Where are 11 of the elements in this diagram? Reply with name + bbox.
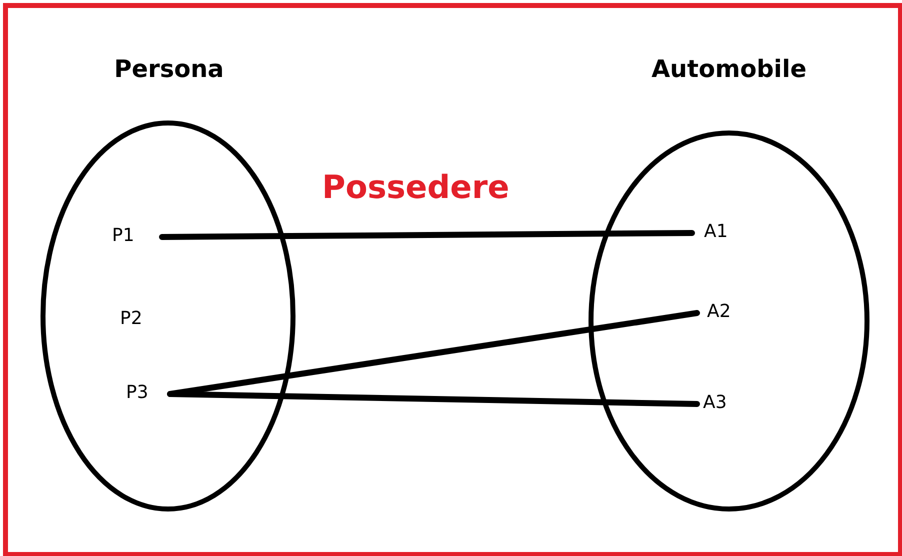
- element-label: P3: [126, 382, 170, 404]
- connector-line: [167, 391, 700, 407]
- element-label: A2: [697, 301, 737, 323]
- set-heading: Persona: [113, 55, 225, 83]
- set-heading: Automobile: [650, 55, 808, 83]
- element-label: A1: [692, 221, 732, 243]
- element-label: P1: [112, 225, 162, 247]
- relation-label: Possedere: [322, 168, 510, 206]
- element-label: A3: [697, 392, 737, 414]
- element-label: P2: [120, 308, 160, 330]
- connector-line: [159, 230, 695, 240]
